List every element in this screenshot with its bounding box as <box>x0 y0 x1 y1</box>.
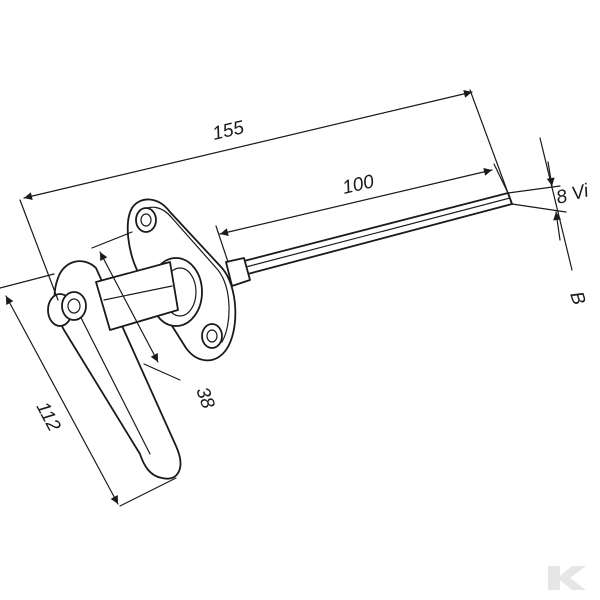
dim-line-shaft <box>219 167 493 237</box>
dim-label-holes: 38 <box>191 385 218 412</box>
dim-label-overall: 155 <box>210 117 246 145</box>
flange-hole-top <box>135 207 157 233</box>
watermark-logo <box>548 566 586 590</box>
dim-line-handle <box>5 295 119 505</box>
shaft <box>225 192 513 287</box>
dim-label-shaft: 100 <box>340 171 376 199</box>
flange-hole-bottom <box>201 323 223 349</box>
dimension-lines <box>5 89 562 505</box>
dim-line-square <box>553 211 562 241</box>
lever-handle <box>47 260 182 480</box>
dim-label-square: 8 Vi <box>554 180 591 208</box>
dim-line-overall <box>23 89 473 201</box>
detail-letter: B <box>565 289 589 308</box>
extension-lines <box>0 89 573 507</box>
dim-label-handle: 112 <box>32 398 65 435</box>
dim-line-holes <box>99 251 159 363</box>
